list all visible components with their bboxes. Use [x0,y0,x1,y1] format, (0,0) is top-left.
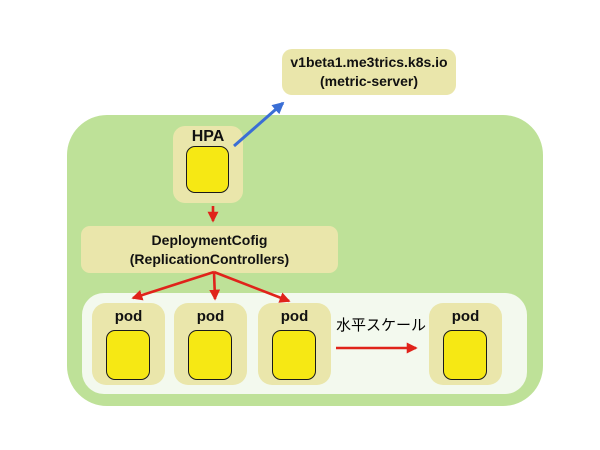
horizontal-scale-label: 水平スケール [335,317,426,334]
pod-container-square [443,330,487,380]
pod-label: pod [280,308,309,325]
deployment-config-box: DeploymentCofig (ReplicationControllers) [81,226,338,273]
metric-server-name-text: (metric-server) [319,73,419,89]
pod-box-4: pod [429,303,502,385]
hpa-node-square [186,146,229,193]
pod-label: pod [196,308,225,325]
pod-box-1: pod [92,303,165,385]
hpa-box: HPA [173,126,243,203]
pod-container-square [272,330,316,380]
hpa-label: HPA [191,128,225,145]
pod-box-2: pod [174,303,247,385]
pod-box-3: pod [258,303,331,385]
metric-server-api-text: v1beta1.me3trics.k8s.io [290,54,448,71]
pod-label: pod [451,308,480,325]
pod-container-square [188,330,232,380]
replication-controllers-text: (ReplicationControllers) [129,250,290,267]
pod-label: pod [114,308,143,325]
pod-container-square [106,330,150,380]
deployment-config-title: DeploymentCofig [151,232,268,249]
metric-server-box: v1beta1.me3trics.k8s.io (metric-server) [282,49,456,95]
